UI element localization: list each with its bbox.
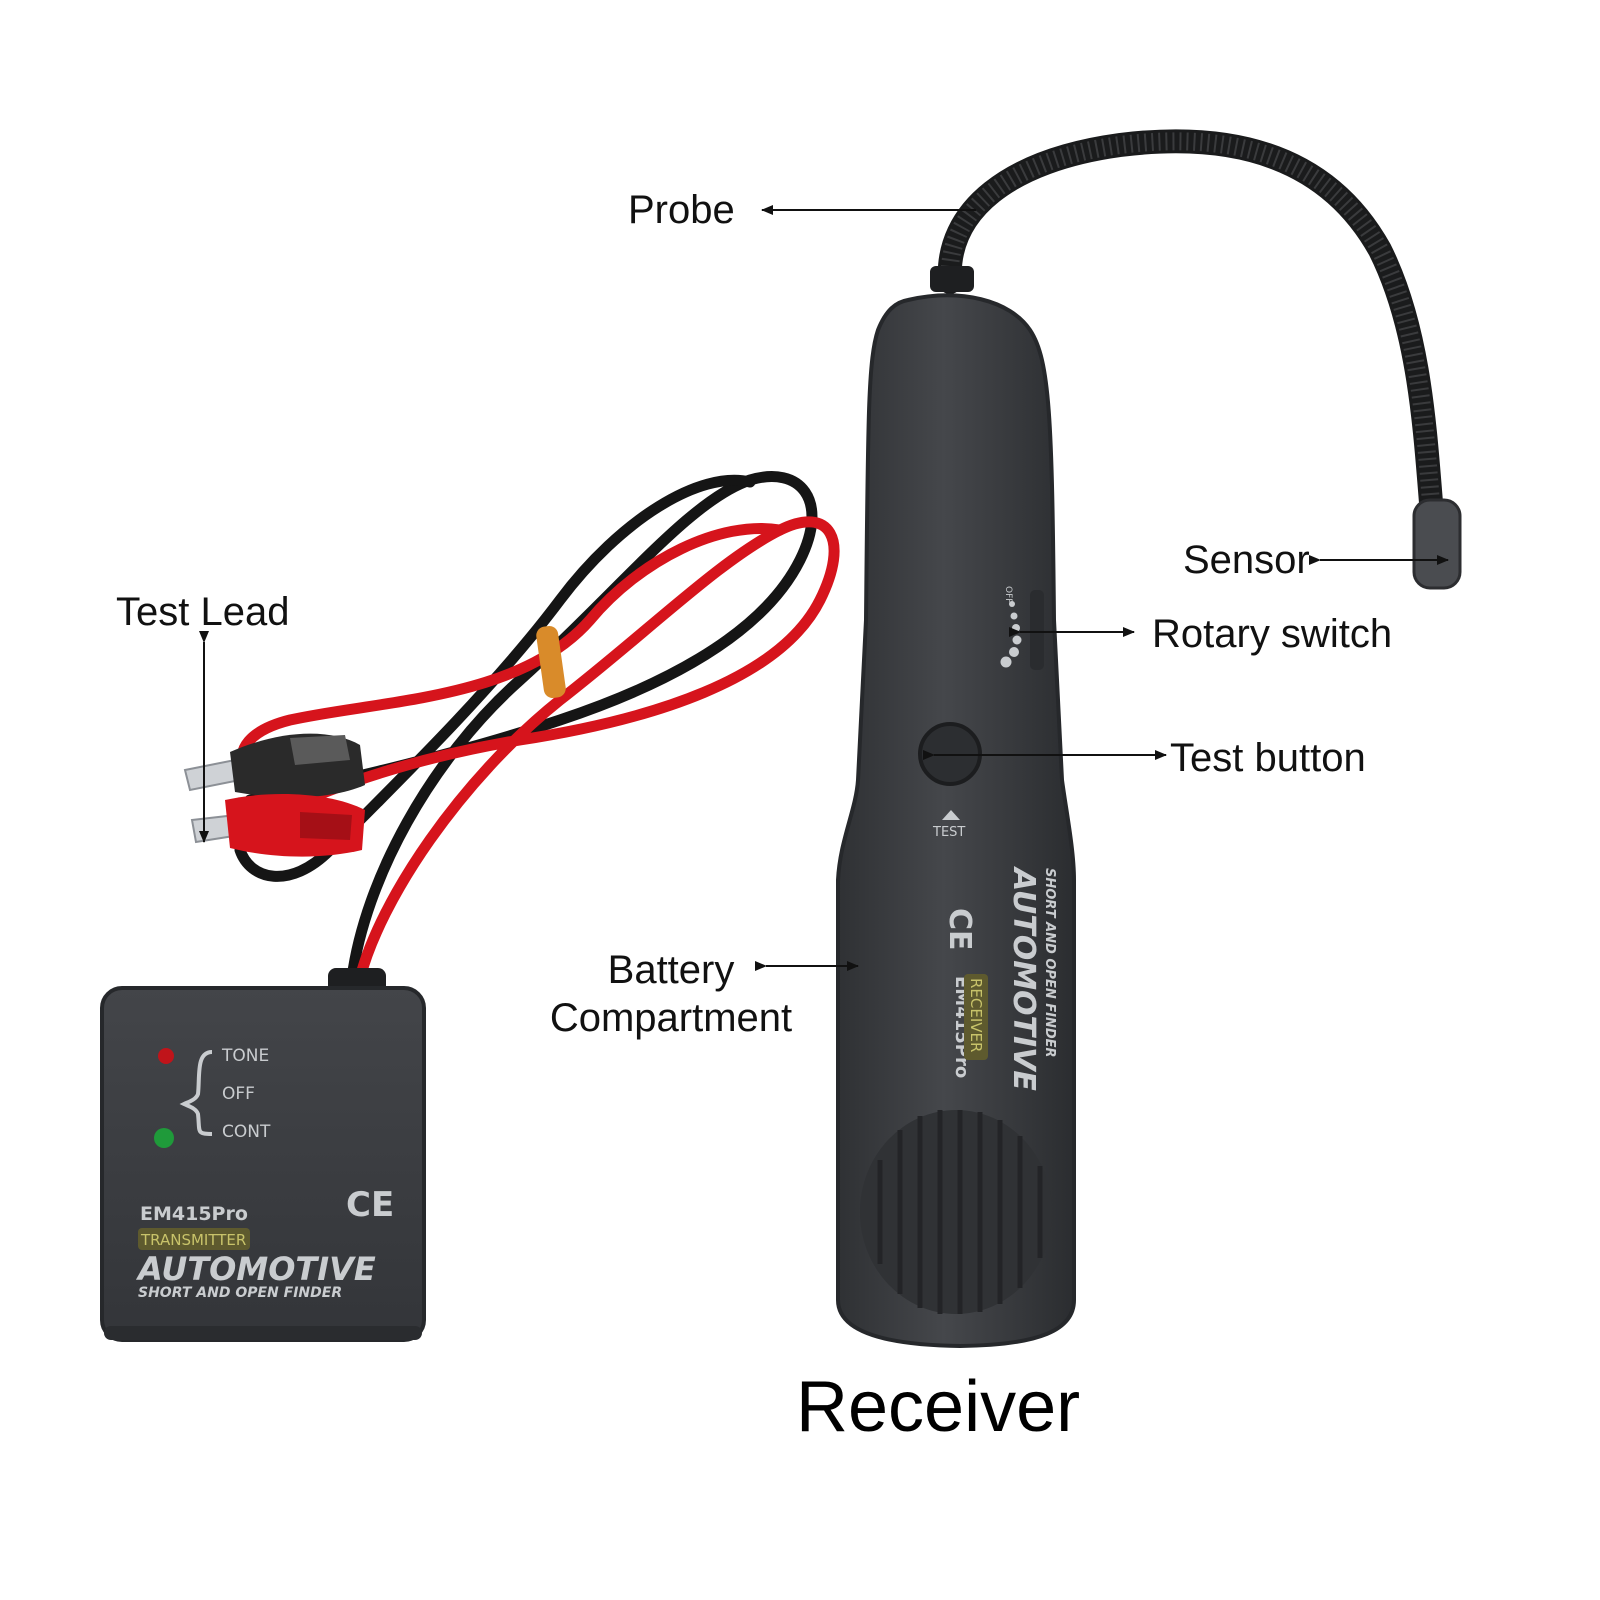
receiver-badge-text: RECEIVER	[967, 978, 985, 1052]
test-label: TEST	[932, 825, 965, 840]
test-lead-cables	[234, 471, 840, 984]
mode-cont-label: CONT	[222, 1122, 271, 1142]
black-alligator-clip	[183, 733, 365, 798]
receiver-caption: Receiver	[796, 1367, 1081, 1447]
transmitter-badge	[138, 1228, 250, 1250]
receiver-tagline: SHORT AND OPEN FINDER	[1042, 868, 1057, 1058]
transmitter-ce-mark: CE	[346, 1185, 394, 1225]
probe-sensor-tip	[1412, 498, 1462, 590]
led-red	[158, 1048, 174, 1064]
black-lead-wire-loop	[234, 474, 756, 882]
transmitter-unit: TONE OFF CONT CE EM415Pro TRANSMITTER AU…	[100, 968, 426, 1342]
rotary-switch-off-label: OFF	[1003, 586, 1013, 603]
test-button-label: Test button	[1170, 736, 1366, 780]
rotary-switch-label: Rotary switch	[1152, 612, 1393, 656]
test-arrow-icon	[942, 810, 960, 820]
probe-label: Probe	[628, 188, 735, 232]
receiver-unit: OFF TEST AUTOMOTIVE SHORT AND OPEN FINDE…	[836, 129, 1462, 1349]
speaker-grille	[860, 1110, 1052, 1314]
sensor-label: Sensor	[1183, 538, 1310, 582]
transmitter-model: EM415Pro	[140, 1203, 248, 1225]
red-lead-wire-loop	[236, 523, 786, 776]
callout-arrows	[199, 205, 1449, 971]
receiver-badge	[964, 974, 988, 1060]
battery-label-line1: Battery	[607, 948, 735, 992]
receiver-brand: AUTOMOTIVE	[1006, 866, 1041, 1091]
transmitter-badge-text: TRANSMITTER	[140, 1231, 246, 1249]
led-green	[154, 1128, 174, 1148]
cable-band	[536, 625, 566, 699]
transmitter-brand: AUTOMOTIVE	[135, 1250, 376, 1288]
red-lead-wire	[244, 516, 840, 984]
battery-label-line2: Compartment	[549, 996, 793, 1040]
mode-brace	[179, 1050, 213, 1136]
battery-compartment-label: Battery Compartment	[548, 946, 794, 1042]
probe-gooseneck-ridges	[940, 132, 1441, 516]
red-alligator-clip	[190, 794, 365, 857]
receiver-ce-mark: CE	[942, 908, 977, 951]
receiver-body	[836, 293, 1076, 1349]
transmitter-tagline: SHORT AND OPEN FINDER	[138, 1285, 342, 1301]
mode-tone-label: TONE	[221, 1046, 269, 1066]
mode-off-label: OFF	[222, 1084, 255, 1104]
test-lead-label: Test Lead	[116, 590, 290, 634]
